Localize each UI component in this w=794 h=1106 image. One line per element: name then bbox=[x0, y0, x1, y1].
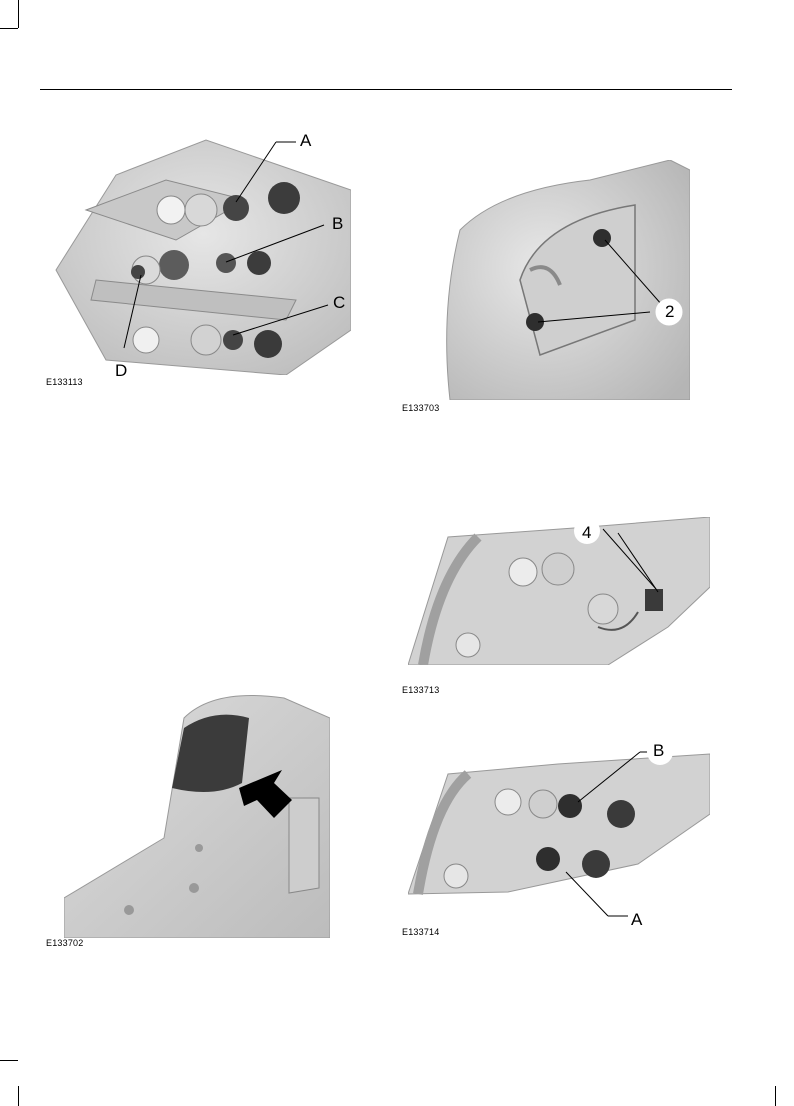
figure-access-cover bbox=[64, 688, 330, 938]
callout-label: C bbox=[333, 294, 345, 311]
figure-wiring-connector bbox=[408, 517, 710, 665]
figure-code: E133714 bbox=[402, 927, 439, 937]
figure-trim-panel-screws bbox=[440, 160, 690, 400]
figure-rear-lamp-bulbs bbox=[46, 130, 351, 375]
figure-code: E133113 bbox=[46, 377, 83, 387]
crop-mark bbox=[0, 1060, 18, 1061]
callout-label: B bbox=[653, 742, 664, 759]
callout-label: 2 bbox=[665, 303, 674, 320]
header-rule bbox=[40, 89, 732, 90]
figure-code: E133703 bbox=[402, 403, 439, 413]
figure-code: E133702 bbox=[46, 938, 83, 948]
crop-mark bbox=[0, 28, 18, 29]
callout-label: B bbox=[332, 215, 343, 232]
figure-code: E133713 bbox=[402, 685, 439, 695]
crop-mark bbox=[18, 1086, 19, 1106]
figure-bulb-holders bbox=[408, 744, 710, 922]
crop-mark bbox=[775, 1086, 776, 1106]
callout-label: A bbox=[300, 132, 311, 149]
callout-label: 4 bbox=[582, 524, 591, 541]
callout-label: A bbox=[631, 911, 642, 928]
crop-mark bbox=[18, 0, 19, 28]
callout-label: D bbox=[115, 362, 127, 379]
